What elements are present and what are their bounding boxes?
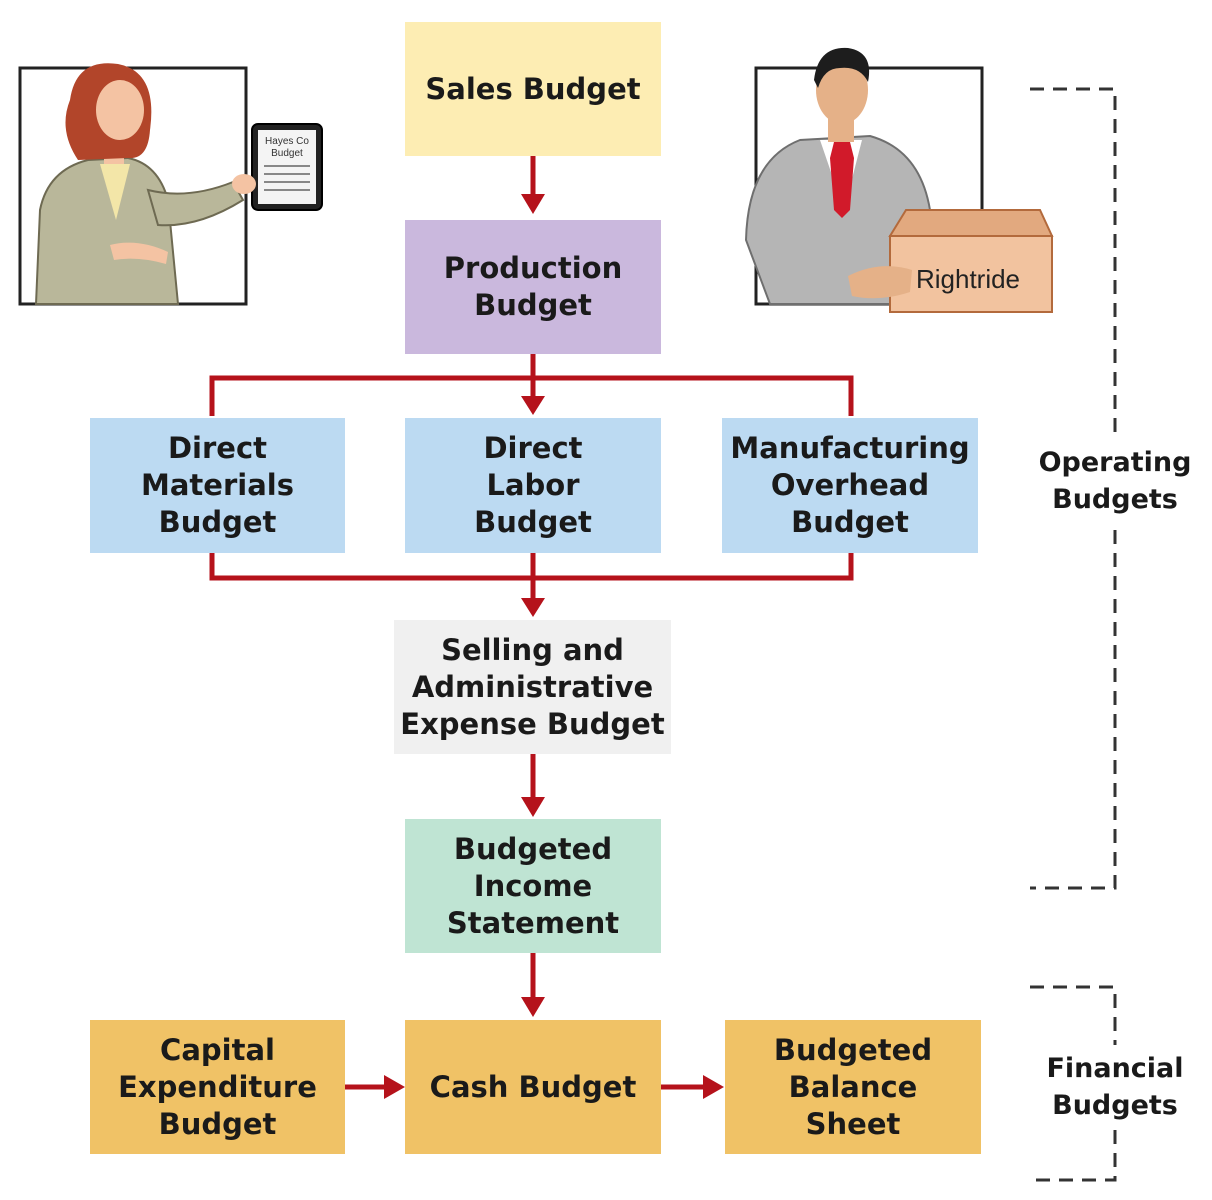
- financial-budgets-label-line-1: Financial: [1046, 1053, 1184, 1084]
- capital-expenditure-label-line-3: Budget: [158, 1106, 277, 1141]
- income-statement-label-line-1: Budgeted: [453, 831, 613, 866]
- balance-sheet-label-line-2: Balance: [788, 1069, 918, 1104]
- operating-budgets-label-line-2: Budgets: [1052, 484, 1178, 515]
- direct-materials-label-line-3: Budget: [158, 505, 277, 539]
- direct-labor-budget-box: Direct Labor Budget: [405, 418, 661, 553]
- man-with-package-illustration: Rightride: [740, 40, 1060, 320]
- manufacturing-overhead-label-line-3: Budget: [791, 505, 909, 539]
- budgeted-balance-sheet-box: Budgeted Balance Sheet: [725, 1020, 981, 1154]
- operating-budgets-label: Operating Budgets: [1030, 444, 1200, 518]
- capital-expenditure-budget-box: Capital Expenditure Budget: [90, 1020, 345, 1154]
- financial-budgets-bracket-lower: [1030, 1130, 1117, 1182]
- selling-admin-label-line-2: Administrative: [411, 669, 654, 704]
- operating-budgets-bracket: [1030, 87, 1117, 435]
- direct-materials-label-line-2: Materials: [141, 468, 294, 502]
- arrowhead-sales-to-production: [521, 194, 545, 214]
- capital-expenditure-label-line-2: Expenditure: [118, 1069, 317, 1104]
- financial-budgets-bracket: [1030, 985, 1117, 1045]
- financial-budgets-label: Financial Budgets: [1030, 1050, 1200, 1124]
- woman-with-tablet-illustration: Hayes Co Budget: [18, 60, 328, 310]
- tablet-text-line-1: Hayes Co: [265, 136, 309, 147]
- selling-admin-label-line-3: Expense Budget: [400, 706, 665, 741]
- balance-sheet-label-line-1: Budgeted: [773, 1032, 933, 1067]
- direct-labor-label-line-1: Direct: [483, 431, 583, 465]
- direct-materials-label-line-1: Direct: [167, 431, 268, 465]
- sales-budget-label: Sales Budget: [425, 71, 641, 106]
- cash-budget-label: Cash Budget: [429, 1069, 637, 1104]
- arrowhead-to-selling-admin: [521, 598, 545, 617]
- connector-split-bar: [209, 375, 854, 416]
- income-statement-label-line-2: Income: [473, 868, 593, 903]
- tablet-text-line-2: Budget: [271, 148, 303, 159]
- arrowhead-to-cash: [521, 997, 545, 1017]
- sales-budget-box: Sales Budget: [405, 22, 661, 156]
- balance-sheet-label-line-3: Sheet: [805, 1106, 901, 1141]
- operating-budgets-label-line-1: Operating: [1038, 447, 1192, 478]
- production-budget-box: Production Budget: [405, 220, 661, 354]
- manufacturing-overhead-budget-box: Manufacturing Overhead Budget: [722, 418, 978, 553]
- financial-budgets-label-line-2: Budgets: [1052, 1090, 1178, 1121]
- income-statement-label-line-3: Statement: [446, 905, 620, 940]
- production-budget-label-line-1: Production: [443, 251, 623, 285]
- tie-icon: [830, 142, 854, 218]
- manufacturing-overhead-label-line-1: Manufacturing: [730, 431, 970, 465]
- selling-admin-expense-budget-box: Selling and Administrative Expense Budge…: [394, 620, 671, 754]
- operating-budgets-bracket-lower: [1030, 530, 1117, 890]
- package-icon: [888, 209, 1054, 237]
- manufacturing-overhead-label-line-2: Overhead: [770, 468, 930, 502]
- arrowhead-to-income-statement: [521, 797, 545, 817]
- capital-expenditure-label-line-1: Capital: [160, 1032, 275, 1067]
- arrowhead-cash-to-balance: [703, 1075, 724, 1099]
- direct-labor-label-line-2: Labor: [486, 468, 580, 502]
- budgeted-income-statement-box: Budgeted Income Statement: [405, 819, 661, 953]
- selling-admin-label-line-1: Selling and: [441, 632, 624, 667]
- cash-budget-box: Cash Budget: [405, 1020, 661, 1154]
- direct-materials-budget-box: Direct Materials Budget: [90, 418, 345, 553]
- arrowhead-capital-to-cash: [384, 1075, 405, 1099]
- production-budget-label-line-2: Budget: [474, 288, 592, 322]
- package-label: Rightride: [916, 264, 1020, 294]
- arrowhead-to-direct-labor: [521, 396, 545, 415]
- direct-labor-label-line-3: Budget: [474, 505, 592, 539]
